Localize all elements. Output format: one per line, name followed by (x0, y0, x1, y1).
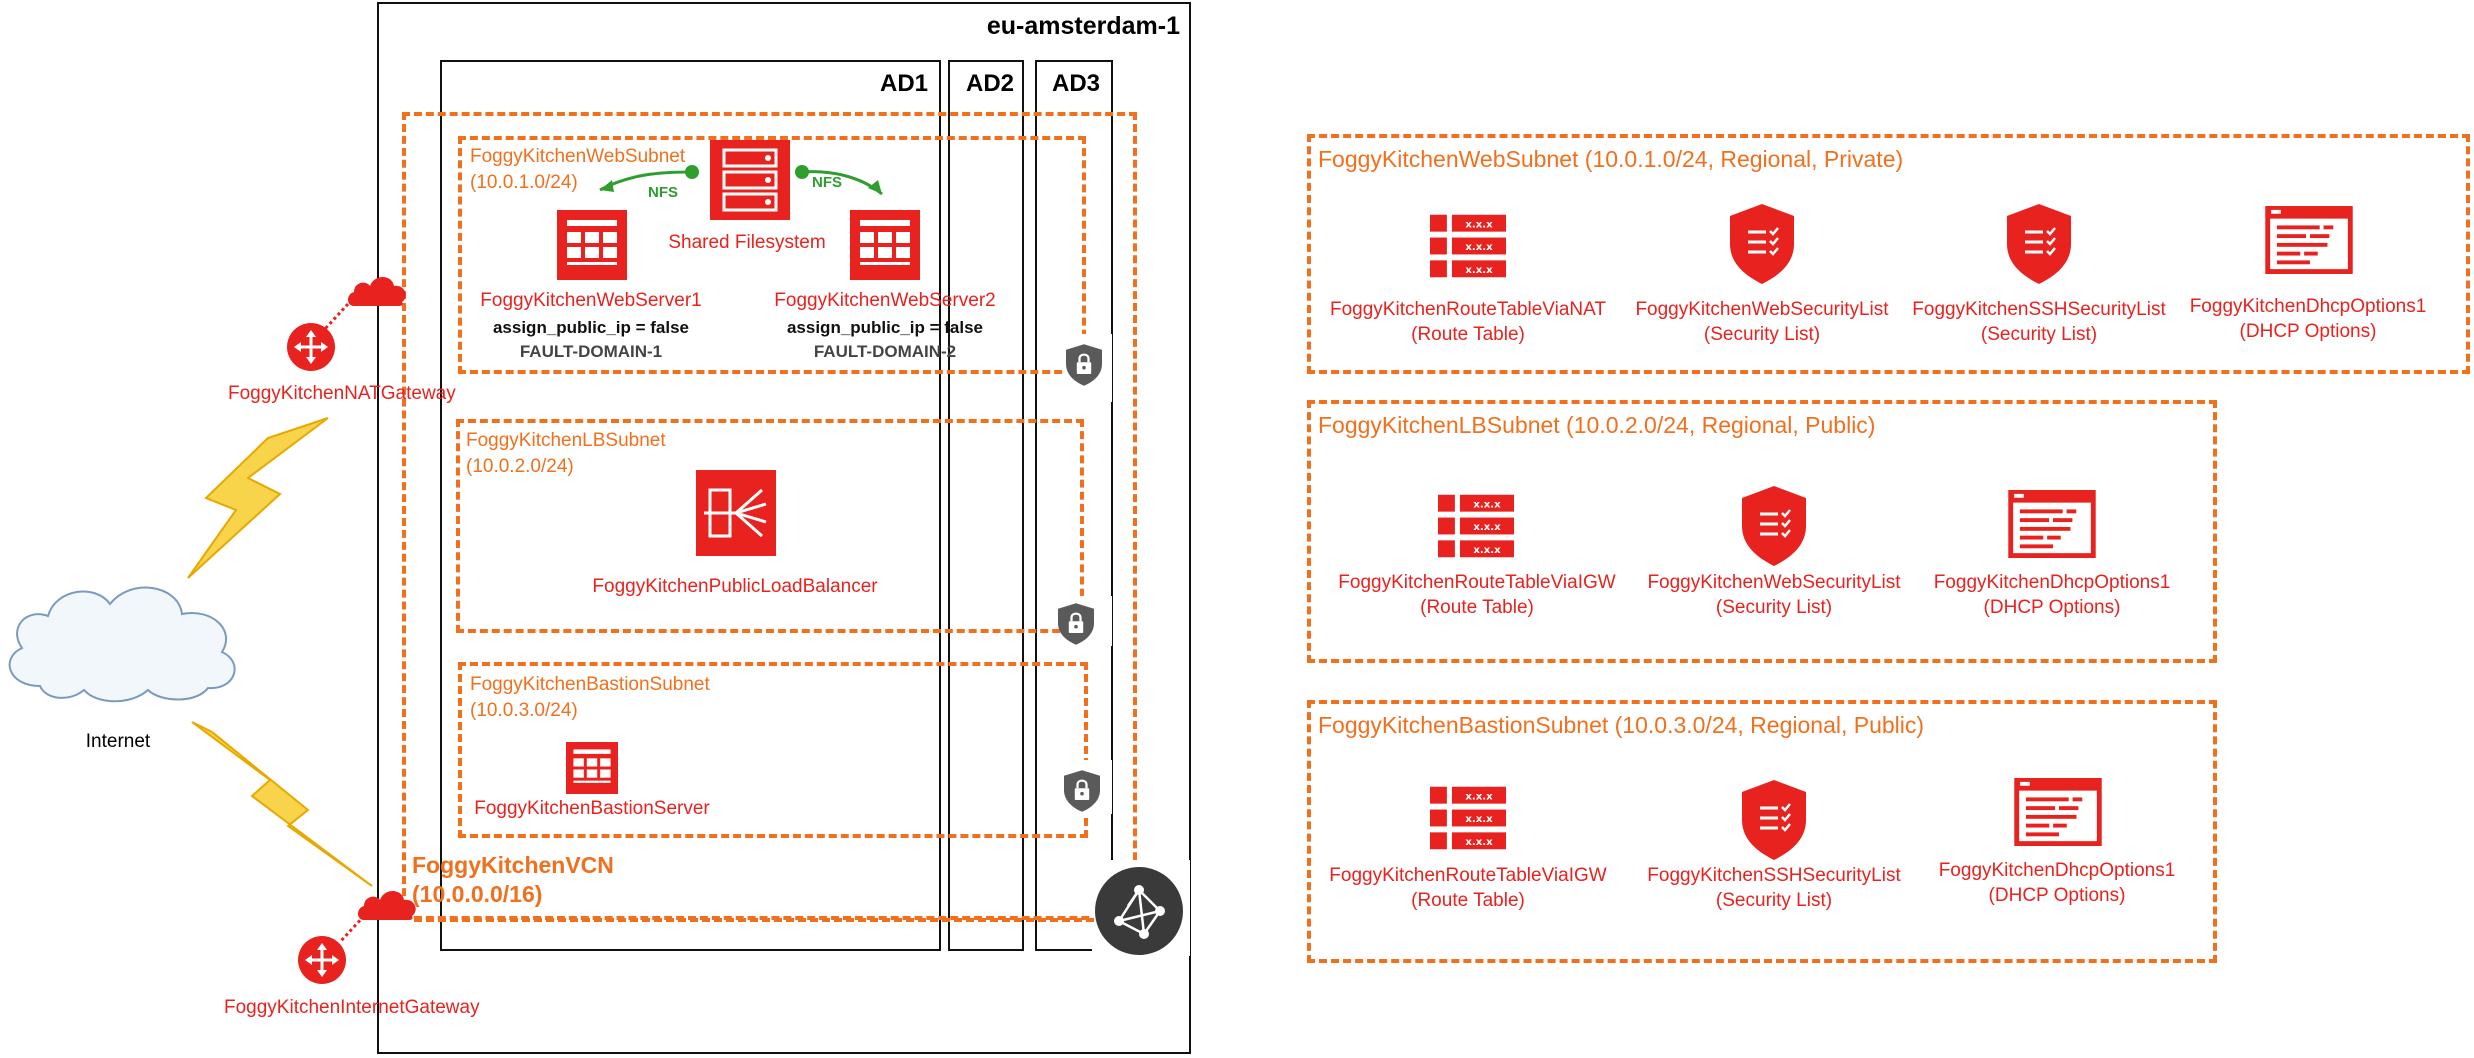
panel-title: FoggyKitchenWebSubnet (10.0.1.0/24, Regi… (1318, 146, 1904, 172)
webserver1-public-ip: assign_public_ip = false (492, 318, 690, 337)
resource-type: (DHCP Options) (1988, 885, 2126, 906)
lock-icon (1066, 344, 1102, 386)
resource-name: FoggyKitchenRouteTableViaIGW (1338, 572, 1616, 593)
resource-type: (Route Table) (1411, 890, 1525, 911)
ad3-label: AD3 (1052, 70, 1101, 97)
webserver2-label: FoggyKitchenWebServer2 (774, 290, 996, 311)
resource-name: FoggyKitchenWebSecurityList (1635, 299, 1889, 320)
panel-title: FoggyKitchenBastionSubnet (10.0.3.0/24, … (1318, 712, 1925, 738)
bastion-subnet-panel (1307, 700, 2217, 963)
resource-name: FoggyKitchenRouteTableViaNAT (1329, 299, 1607, 320)
ad2-label: AD2 (966, 70, 1015, 97)
load-balancer-label: FoggyKitchenPublicLoadBalancer (592, 576, 878, 597)
lock-icon (1064, 770, 1100, 812)
resource-label: FoggyKitchenSSHSecurityList (Security Li… (1912, 297, 2165, 347)
resource-name: FoggyKitchenDhcpOptions1 (1933, 572, 2171, 593)
nfs-label-left: NFS (648, 184, 678, 201)
dhcp-options-icon (2008, 490, 2096, 558)
panel-title: FoggyKitchenLBSubnet (10.0.2.0/24, Regio… (1318, 412, 1876, 438)
lightning-icon (187, 417, 329, 579)
resource-name: FoggyKitchenDhcpOptions1 (1938, 860, 2176, 881)
lock-icon (1058, 603, 1094, 645)
shared-filesystem-label: Shared Filesystem (668, 232, 826, 253)
route-table-icon (1430, 214, 1506, 278)
route-table-icon (1438, 494, 1514, 558)
dhcp-options-icon (2265, 206, 2353, 274)
internet-label: Internet (85, 731, 151, 752)
region-label: eu-amsterdam-1 (986, 12, 1180, 40)
server-icon (557, 210, 627, 280)
resource-label: FoggyKitchenWebSecurityList (Security Li… (1635, 297, 1888, 347)
resource-type: (DHCP Options) (1983, 597, 2121, 618)
resource-type: (Route Table) (1411, 324, 1525, 345)
ad2-box (948, 60, 1024, 951)
region-box (377, 2, 1191, 1054)
nfs-arrows (599, 165, 883, 196)
resource-type: (Security List) (1703, 324, 1821, 345)
web-subnet-box (458, 136, 1086, 374)
resource-label: FoggyKitchenRouteTableViaNAT (Route Tabl… (1330, 297, 1606, 347)
webserver1-fault-domain: FAULT-DOMAIN-1 (519, 342, 663, 361)
security-list-icon (1742, 486, 1806, 566)
resource-type: (Security List) (1715, 890, 1833, 911)
router-icon (286, 322, 336, 372)
lb-subnet-name: FoggyKitchenLBSubnet (466, 430, 666, 451)
web-subnet-panel (1307, 134, 2470, 374)
resource-name: FoggyKitchenDhcpOptions1 (2189, 296, 2427, 317)
internet-cloud-icon (8, 586, 236, 703)
ad1-box (440, 60, 941, 951)
nat-gateway-label: FoggyKitchenNATGateway (228, 383, 456, 404)
web-subnet-cidr: (10.0.1.0/24) (470, 172, 578, 193)
webserver1-label: FoggyKitchenWebServer1 (480, 290, 702, 311)
bastion-server-label: FoggyKitchenBastionServer (474, 798, 710, 819)
lb-subnet-panel (1307, 400, 2217, 663)
server-icon (850, 210, 920, 280)
resource-name: FoggyKitchenSSHSecurityList (1647, 865, 1901, 886)
resource-label: FoggyKitchenDhcpOptions1 (DHCP Options) (1934, 570, 2171, 620)
lb-subnet-cidr: (10.0.2.0/24) (466, 456, 574, 477)
resource-name: FoggyKitchenRouteTableViaIGW (1329, 865, 1607, 886)
vcn-icon (1095, 867, 1183, 955)
router-icon (297, 935, 347, 985)
route-table-icon (1430, 786, 1506, 850)
lb-subnet-box (456, 419, 1084, 633)
resource-type: (Route Table) (1420, 597, 1534, 618)
resource-type: (Security List) (1715, 597, 1833, 618)
resource-name: FoggyKitchenWebSecurityList (1647, 572, 1901, 593)
resource-label: FoggyKitchenSSHSecurityList (Security Li… (1647, 863, 1900, 913)
resource-label: FoggyKitchenRouteTableViaIGW (Route Tabl… (1329, 863, 1606, 913)
webserver2-public-ip: assign_public_ip = false (786, 318, 984, 337)
resource-type: (DHCP Options) (2239, 321, 2377, 342)
ad1-label: AD1 (880, 70, 929, 97)
security-list-icon (2007, 204, 2071, 284)
server-icon (566, 742, 618, 794)
vcn-cidr: (10.0.0.0/16) (412, 881, 543, 907)
nfs-label-right: NFS (812, 174, 842, 191)
bastion-subnet-cidr: (10.0.3.0/24) (470, 700, 578, 721)
security-list-icon (1730, 204, 1794, 284)
resource-type: (Security List) (1980, 324, 2098, 345)
igw-vcn-connector (414, 918, 1094, 922)
bastion-subnet-box (458, 662, 1088, 838)
bastion-subnet-name: FoggyKitchenBastionSubnet (470, 674, 710, 695)
resource-label: FoggyKitchenWebSecurityList (Security Li… (1647, 570, 1900, 620)
web-subnet-name: FoggyKitchenWebSubnet (470, 146, 686, 167)
internet-gateway-label: FoggyKitchenInternetGateway (224, 997, 480, 1018)
dhcp-options-icon (2014, 778, 2102, 846)
load-balancer-icon (696, 470, 776, 556)
resource-label: FoggyKitchenDhcpOptions1 (DHCP Options) (1939, 858, 2176, 908)
resource-name: FoggyKitchenSSHSecurityList (1912, 299, 2166, 320)
resource-label: FoggyKitchenRouteTableViaIGW (Route Tabl… (1338, 570, 1615, 620)
webserver2-fault-domain: FAULT-DOMAIN-2 (813, 342, 957, 361)
vcn-name: FoggyKitchenVCN (412, 852, 614, 878)
lightning-icon (191, 721, 373, 887)
ad3-box (1035, 60, 1113, 951)
security-list-icon (1742, 780, 1806, 860)
resource-label: FoggyKitchenDhcpOptions1 (DHCP Options) (2190, 294, 2427, 344)
